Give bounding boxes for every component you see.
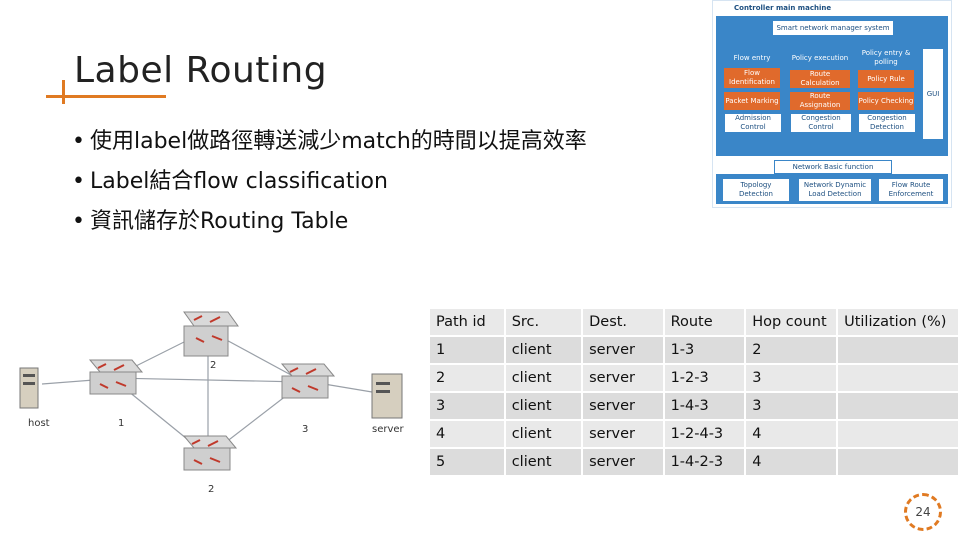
table-row: 4 client server 1-2-4-3 4 [430, 421, 960, 449]
switch-icon [182, 435, 238, 471]
title-underline [46, 95, 166, 98]
node-label: 3 [302, 424, 308, 435]
architecture-diagram: Controller main machine Smart network ma… [712, 0, 952, 208]
table-cell: server [583, 449, 665, 477]
bullet-dot-icon: • [72, 209, 85, 234]
switch-icon [280, 363, 336, 399]
server-label: server [372, 424, 405, 435]
table-cell [838, 337, 960, 365]
table-cell: 1-2-4-3 [664, 421, 747, 449]
table-cell: server [583, 365, 665, 393]
slide-title: Label Routing [74, 50, 328, 91]
table-cell: 1-4-2-3 [664, 449, 747, 477]
bottom-item: Flow Route Enforcement [878, 178, 944, 202]
table-row: 3 client server 1-4-3 3 [430, 393, 960, 421]
table-cell: client [505, 449, 584, 477]
col1-header: Flow entry [724, 48, 780, 68]
table-row: 2 client server 1-2-3 3 [430, 365, 960, 393]
bullet-dot-icon: • [72, 169, 85, 194]
header-cell: Path id [430, 309, 506, 337]
col3-item: Policy Checking [858, 92, 914, 110]
table-cell: server [583, 421, 665, 449]
switch-icon [183, 311, 239, 357]
table-cell: 3 [430, 393, 506, 421]
gui-box: GUI [922, 48, 944, 140]
table-cell: 1 [430, 337, 506, 365]
routing-table: Path id Src. Dest. Route Hop count Utili… [430, 309, 960, 477]
table-cell [838, 421, 960, 449]
bullet-text: 使用label做路徑轉送減少match的時間以提高效率 [90, 129, 587, 154]
page-number: 24 [904, 493, 942, 531]
table-header-row: Path id Src. Dest. Route Hop count Utili… [430, 309, 960, 337]
table-cell: 4 [430, 421, 506, 449]
node-label: 2 [208, 484, 214, 495]
col2-item: Route Assignation [790, 92, 850, 110]
table-cell [838, 449, 960, 477]
col1-item: Admission Control [724, 113, 782, 133]
bullet-text: 資訊儲存於Routing Table [90, 209, 349, 234]
table-cell: 5 [430, 449, 506, 477]
bottom-item: Topology Detection [722, 178, 790, 202]
header-cell: Src. [505, 309, 584, 337]
table-row: 5 client server 1-4-2-3 4 [430, 449, 960, 477]
manager-box: Smart network manager system [772, 20, 894, 36]
link [41, 379, 95, 385]
node-label: 1 [118, 418, 124, 429]
network-diagram: host 1 2 3 2 server [19, 311, 405, 495]
col2-header: Policy execution [790, 48, 850, 68]
header-cell: Dest. [583, 309, 665, 337]
table-cell: 2 [746, 337, 839, 365]
table-cell: client [505, 393, 584, 421]
col1-item: Packet Marking [724, 92, 780, 110]
table-cell: 4 [746, 421, 839, 449]
link [111, 377, 305, 383]
table-cell: client [505, 421, 584, 449]
bullet-list: •使用label做路徑轉送減少match的時間以提高效率 •Label結合flo… [72, 122, 587, 242]
header-cell: Utilization (%) [838, 309, 960, 337]
table-row: 1 client server 1-3 2 [430, 337, 960, 365]
bullet-item: •Label結合flow classification [72, 162, 587, 202]
bullet-item: •使用label做路徑轉送減少match的時間以提高效率 [72, 122, 587, 162]
col3-item: Congestion Detection [858, 113, 916, 133]
host-computer-icon [19, 367, 39, 409]
architecture-frame [712, 0, 952, 208]
table-cell [838, 393, 960, 421]
table-cell: 1-3 [664, 337, 747, 365]
header-cell: Hop count [746, 309, 839, 337]
table-cell [838, 365, 960, 393]
table-cell: server [583, 393, 665, 421]
col3-item: Policy Rule [858, 70, 914, 88]
table-cell: 4 [746, 449, 839, 477]
controller-label: Controller main machine [734, 4, 832, 12]
bullet-item: •資訊儲存於Routing Table [72, 202, 587, 242]
col2-item: Route Calculation [790, 70, 850, 88]
title-tick [62, 80, 65, 104]
host-label: host [28, 418, 50, 429]
col2-item: Congestion Control [790, 113, 852, 133]
table-cell: 1-2-3 [664, 365, 747, 393]
table-cell: client [505, 337, 584, 365]
basic-function-box: Network Basic function [774, 160, 892, 174]
server-computer-icon [371, 373, 403, 419]
header-cell: Route [664, 309, 747, 337]
table-cell: 3 [746, 365, 839, 393]
bottom-item: Network Dynamic Load Detection [798, 178, 872, 202]
node-label: 2 [210, 360, 216, 371]
switch-icon [88, 359, 144, 395]
link [323, 383, 373, 393]
col3-header: Policy entry & polling [858, 48, 914, 68]
table-cell: 3 [746, 393, 839, 421]
table-cell: 2 [430, 365, 506, 393]
col1-item: Flow Identification [724, 68, 780, 88]
bullet-dot-icon: • [72, 129, 85, 154]
table-cell: server [583, 337, 665, 365]
table-cell: client [505, 365, 584, 393]
bullet-text: Label結合flow classification [90, 169, 388, 194]
table-cell: 1-4-3 [664, 393, 747, 421]
